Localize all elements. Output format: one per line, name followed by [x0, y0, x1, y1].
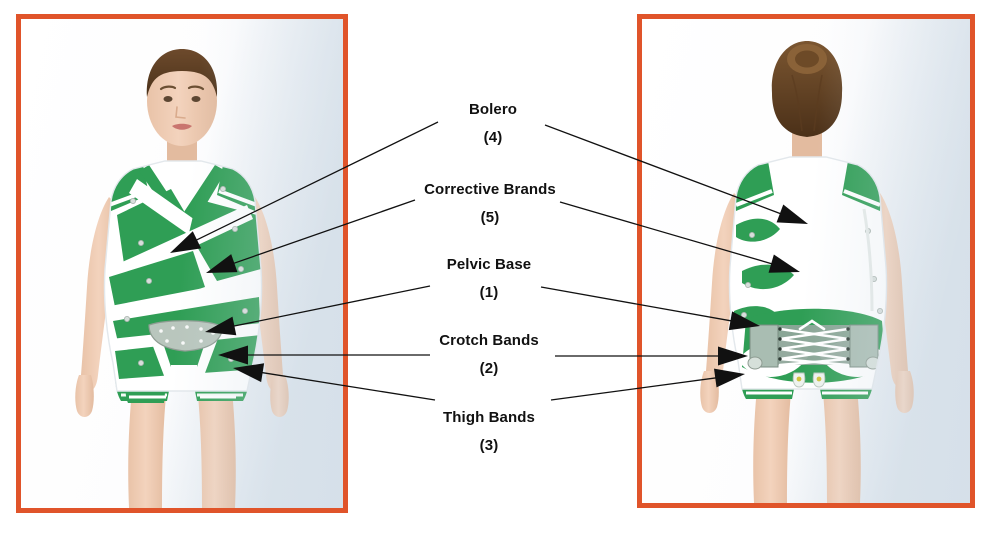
label-crotch-bands-title: Crotch Bands — [439, 332, 539, 349]
label-thigh-bands: Thigh Bands (3) — [443, 409, 535, 454]
label-crotch-bands: Crotch Bands (2) — [439, 332, 539, 377]
label-pelvic-base: Pelvic Base (1) — [447, 256, 532, 301]
label-pelvic-base-title: Pelvic Base — [446, 256, 532, 273]
front-view-figure — [21, 19, 343, 508]
label-thigh-bands-number: (3) — [479, 437, 499, 454]
label-corrective-brands-title: Corrective Brands — [424, 181, 556, 198]
back-view-photo-panel — [637, 14, 975, 508]
back-view-photo — [642, 19, 970, 503]
label-thigh-bands-title: Thigh Bands — [443, 409, 535, 426]
back-view-figure — [642, 19, 970, 503]
front-view-photo-panel — [16, 14, 348, 513]
label-bolero: Bolero (4) — [469, 101, 517, 146]
label-corrective-brands: Corrective Brands (5) — [424, 181, 556, 226]
front-view-photo — [21, 19, 343, 508]
label-corrective-brands-number: (5) — [480, 209, 500, 226]
label-pelvic-base-number: (1) — [479, 284, 499, 301]
label-bolero-title: Bolero — [468, 101, 518, 118]
label-crotch-bands-number: (2) — [479, 360, 499, 377]
label-bolero-number: (4) — [483, 129, 503, 146]
